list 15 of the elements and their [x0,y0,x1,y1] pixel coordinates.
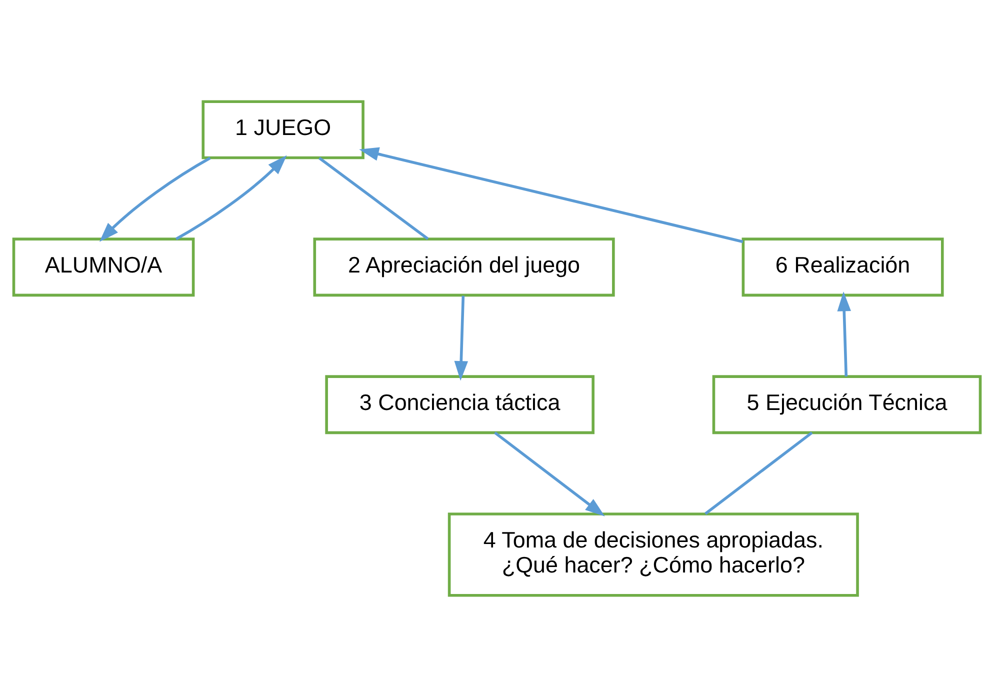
connector [704,432,813,515]
arrow [175,155,287,240]
arrow [494,432,605,516]
node-box: 2 Apreciación del juego [313,238,615,297]
connector [318,156,429,240]
node-box: 6 Realización [742,238,944,297]
arrow [454,296,468,381]
node-box: ALUMNO/A [12,238,195,297]
arrow [99,156,211,242]
node-box: 1 JUEGO [202,100,364,160]
node-box: 5 Ejecución Técnica [712,375,982,434]
arrow [359,147,744,244]
arrow [837,292,851,376]
node-box: 3 Conciencia táctica [325,375,594,434]
node-box: 4 Toma de decisiones apropiadas. ¿Qué hacer? ¿Cómo hacerlo? [448,512,859,597]
